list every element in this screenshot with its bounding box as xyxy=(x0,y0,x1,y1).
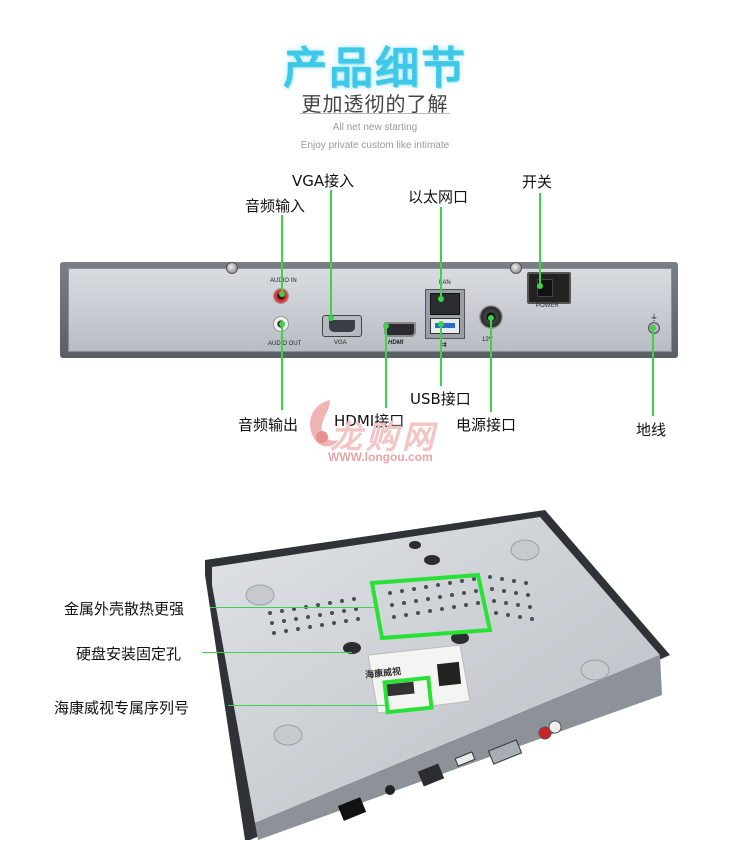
callout-ground: 地线 xyxy=(636,421,667,439)
callout-dot-lan xyxy=(438,296,444,302)
watermark-url: WWW.longou.com xyxy=(328,450,433,464)
screw-icon xyxy=(510,262,522,274)
callout-serial-number: 海康威视专属序列号 xyxy=(54,699,190,717)
callout-line-usb xyxy=(440,324,442,386)
usb-icon: ⇉ xyxy=(440,340,447,349)
callout-line-hdd-holes xyxy=(202,652,352,653)
callout-lan: 以太网口 xyxy=(408,188,469,206)
callout-line-heat xyxy=(210,607,375,608)
audio-out-port-label: AUDIO OUT xyxy=(268,341,302,347)
screw-icon xyxy=(226,262,238,274)
audio-in-port-label: AUDIO IN xyxy=(270,278,297,284)
callout-line-dc-power xyxy=(490,318,492,412)
callout-line-lan xyxy=(440,207,442,299)
callout-line-power-switch xyxy=(539,193,541,286)
callout-line-hdmi xyxy=(385,326,387,408)
callout-heat-dissipation: 金属外壳散热更强 xyxy=(64,600,185,618)
callout-dot-dc-power xyxy=(488,315,494,321)
callout-hdmi: HDMI接口 xyxy=(334,412,405,430)
vga-port-label: VGA xyxy=(334,340,347,346)
callout-dot-ground xyxy=(650,325,656,331)
callout-line-ground xyxy=(652,328,654,416)
tagline-2: Enjoy private custom like intimate xyxy=(300,140,450,151)
section-title: 产品细节 xyxy=(283,43,467,94)
voltage-label: 12V xyxy=(482,337,493,343)
ground-icon: ⏚ xyxy=(650,313,658,322)
callout-audio-out: 音频输出 xyxy=(238,416,299,434)
section-subtitle: 更加透彻的了解 xyxy=(301,92,449,116)
callout-dot-usb xyxy=(438,321,444,327)
callout-usb: USB接口 xyxy=(410,390,471,408)
nvr-bottom-view xyxy=(205,510,670,840)
lan-port xyxy=(430,293,460,315)
watermark-logo-icon xyxy=(310,400,338,447)
callout-hdd-holes: 硬盘安装固定孔 xyxy=(76,645,182,663)
power-switch-label: POWER xyxy=(536,303,559,309)
callout-power-switch: 开关 xyxy=(522,173,553,191)
callout-dc-power: 电源接口 xyxy=(456,416,517,434)
callout-audio-in: 音频输入 xyxy=(245,197,306,215)
callout-dot-audio-out xyxy=(279,321,285,327)
usb-port xyxy=(430,318,460,334)
lan-port-label: LAN xyxy=(439,280,451,286)
callout-line-serial xyxy=(228,705,388,706)
callout-dot-power-switch xyxy=(537,283,543,289)
callout-line-audio-out xyxy=(281,324,283,410)
power-switch xyxy=(527,272,571,304)
callout-vga-in: VGA接入 xyxy=(292,172,355,190)
callout-dot-hdmi xyxy=(383,323,389,329)
callout-line-audio-in xyxy=(281,215,283,293)
watermark-text: 龙购网 xyxy=(330,418,439,456)
tagline-1: All net new starting xyxy=(332,122,418,133)
hdmi-port-label: HDMI xyxy=(388,340,404,346)
nvr-back-panel-face xyxy=(68,268,672,352)
callout-dot-audio-in xyxy=(279,291,285,297)
callout-dot-vga xyxy=(328,315,334,321)
callout-line-vga xyxy=(330,190,332,318)
subtitle-divider xyxy=(300,113,450,114)
